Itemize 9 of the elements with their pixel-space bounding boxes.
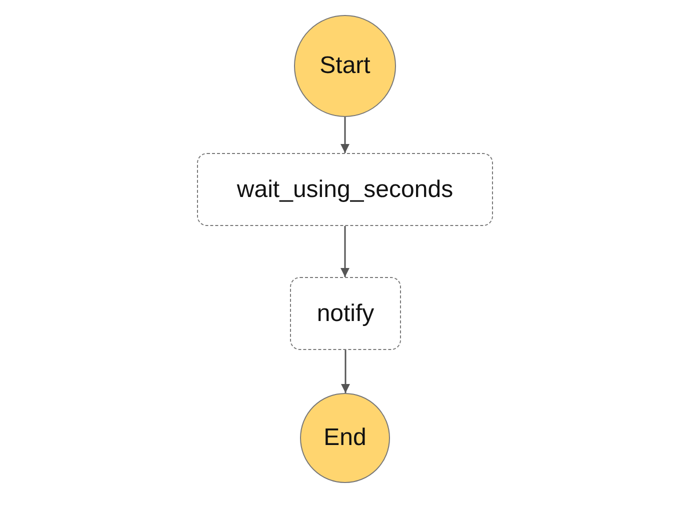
- state-box: [197, 153, 493, 226]
- arrow: [340, 117, 350, 153]
- node-label: Start: [320, 52, 370, 80]
- arrow: [341, 350, 350, 393]
- node-label: notify: [316, 300, 374, 328]
- node-label: End: [324, 424, 366, 452]
- state-box: [290, 277, 401, 350]
- node-label: wait_using_seconds: [236, 176, 454, 204]
- arrow: [340, 226, 350, 277]
